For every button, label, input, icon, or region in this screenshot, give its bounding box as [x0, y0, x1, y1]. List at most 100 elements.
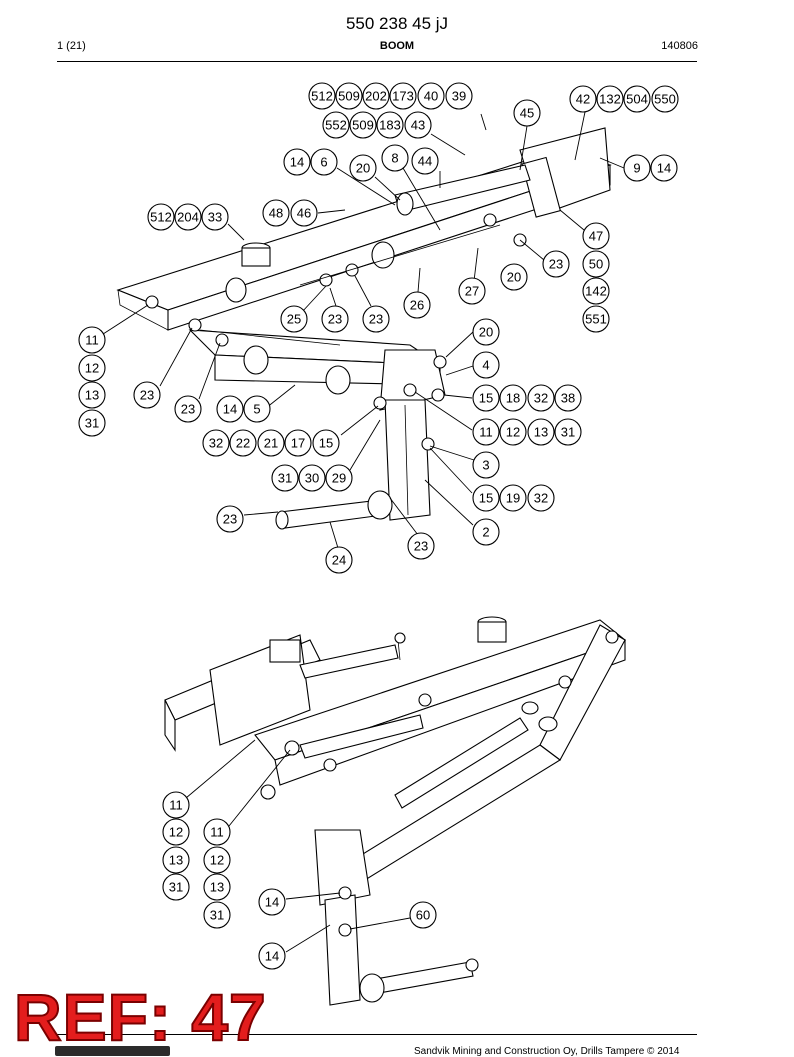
callout-551[interactable]: 551 [582, 305, 610, 333]
callout-31[interactable]: 31 [203, 901, 231, 929]
callout-20[interactable]: 20 [472, 318, 500, 346]
callout-23[interactable]: 23 [174, 395, 202, 423]
callout-44[interactable]: 44 [411, 147, 439, 175]
callout-11[interactable]: 11 [162, 791, 190, 819]
svg-text:48: 48 [269, 206, 283, 221]
callout-19[interactable]: 19 [499, 484, 527, 512]
callout-15[interactable]: 15 [472, 484, 500, 512]
callout-14[interactable]: 14 [283, 148, 311, 176]
callout-8[interactable]: 8 [381, 144, 409, 172]
callout-14[interactable]: 14 [216, 395, 244, 423]
callout-24[interactable]: 24 [325, 546, 353, 574]
callout-11[interactable]: 11 [203, 818, 231, 846]
callout-22[interactable]: 22 [229, 429, 257, 457]
callout-20[interactable]: 20 [500, 263, 528, 291]
callout-11[interactable]: 11 [472, 418, 500, 446]
callout-18[interactable]: 18 [499, 384, 527, 412]
callout-550[interactable]: 550 [651, 85, 679, 113]
svg-text:18: 18 [506, 391, 520, 406]
callout-173[interactable]: 173 [389, 82, 417, 110]
callout-9[interactable]: 9 [623, 154, 651, 182]
svg-text:23: 23 [549, 257, 563, 272]
callout-2[interactable]: 2 [472, 518, 500, 546]
callout-13[interactable]: 13 [203, 873, 231, 901]
callout-23[interactable]: 23 [133, 381, 161, 409]
svg-text:50: 50 [589, 257, 603, 272]
callout-32[interactable]: 32 [527, 484, 555, 512]
callout-4[interactable]: 4 [472, 351, 500, 379]
callout-42[interactable]: 42 [569, 85, 597, 113]
callout-14[interactable]: 14 [258, 942, 286, 970]
callout-504[interactable]: 504 [623, 85, 651, 113]
svg-text:17: 17 [291, 436, 305, 451]
callout-31[interactable]: 31 [162, 873, 190, 901]
callout-3[interactable]: 3 [472, 451, 500, 479]
callout-11[interactable]: 11 [78, 326, 106, 354]
svg-text:13: 13 [210, 880, 224, 895]
svg-text:14: 14 [290, 155, 304, 170]
callout-204[interactable]: 204 [174, 203, 202, 231]
callout-23[interactable]: 23 [542, 250, 570, 278]
callout-48[interactable]: 48 [262, 199, 290, 227]
callout-23[interactable]: 23 [407, 532, 435, 560]
callout-183[interactable]: 183 [376, 111, 404, 139]
callout-12[interactable]: 12 [78, 354, 106, 382]
callout-552[interactable]: 552 [322, 111, 350, 139]
callout-29[interactable]: 29 [325, 464, 353, 492]
callout-13[interactable]: 13 [527, 418, 555, 446]
callout-12[interactable]: 12 [203, 846, 231, 874]
svg-text:23: 23 [223, 512, 237, 527]
svg-text:33: 33 [208, 210, 222, 225]
callout-23[interactable]: 23 [321, 305, 349, 333]
callout-27[interactable]: 27 [458, 277, 486, 305]
callout-31[interactable]: 31 [554, 418, 582, 446]
callout-15[interactable]: 15 [312, 429, 340, 457]
callout-14[interactable]: 14 [650, 154, 678, 182]
svg-text:30: 30 [305, 471, 319, 486]
callout-40[interactable]: 40 [417, 82, 445, 110]
callout-33[interactable]: 33 [201, 203, 229, 231]
callout-30[interactable]: 30 [298, 464, 326, 492]
callout-46[interactable]: 46 [290, 199, 318, 227]
callout-132[interactable]: 132 [596, 85, 624, 113]
callout-20[interactable]: 20 [349, 154, 377, 182]
callout-512[interactable]: 512 [147, 203, 175, 231]
callout-142[interactable]: 142 [582, 277, 610, 305]
callout-509[interactable]: 509 [349, 111, 377, 139]
callout-60[interactable]: 60 [409, 901, 437, 929]
callout-512[interactable]: 512 [308, 82, 336, 110]
callout-202[interactable]: 202 [362, 82, 390, 110]
callout-17[interactable]: 17 [284, 429, 312, 457]
svg-text:20: 20 [479, 325, 493, 340]
callout-32[interactable]: 32 [527, 384, 555, 412]
callout-15[interactable]: 15 [472, 384, 500, 412]
svg-text:14: 14 [657, 161, 671, 176]
callout-50[interactable]: 50 [582, 250, 610, 278]
callout-39[interactable]: 39 [445, 82, 473, 110]
callout-23[interactable]: 23 [216, 505, 244, 533]
callout-31[interactable]: 31 [271, 464, 299, 492]
callout-6[interactable]: 6 [310, 148, 338, 176]
callout-12[interactable]: 12 [162, 818, 190, 846]
svg-text:552: 552 [325, 118, 347, 133]
callout-14[interactable]: 14 [258, 888, 286, 916]
callout-25[interactable]: 25 [280, 305, 308, 333]
callout-38[interactable]: 38 [554, 384, 582, 412]
callout-31[interactable]: 31 [78, 409, 106, 437]
callout-23[interactable]: 23 [362, 305, 390, 333]
callout-47[interactable]: 47 [582, 222, 610, 250]
svg-text:12: 12 [506, 425, 520, 440]
callout-32[interactable]: 32 [202, 429, 230, 457]
callout-43[interactable]: 43 [404, 111, 432, 139]
callout-13[interactable]: 13 [78, 381, 106, 409]
callout-26[interactable]: 26 [403, 291, 431, 319]
svg-text:42: 42 [576, 92, 590, 107]
callout-509[interactable]: 509 [335, 82, 363, 110]
callout-12[interactable]: 12 [499, 418, 527, 446]
callout-21[interactable]: 21 [257, 429, 285, 457]
svg-text:550: 550 [654, 92, 676, 107]
callout-5[interactable]: 5 [243, 395, 271, 423]
svg-text:509: 509 [338, 89, 360, 104]
callout-13[interactable]: 13 [162, 846, 190, 874]
callout-45[interactable]: 45 [513, 99, 541, 127]
